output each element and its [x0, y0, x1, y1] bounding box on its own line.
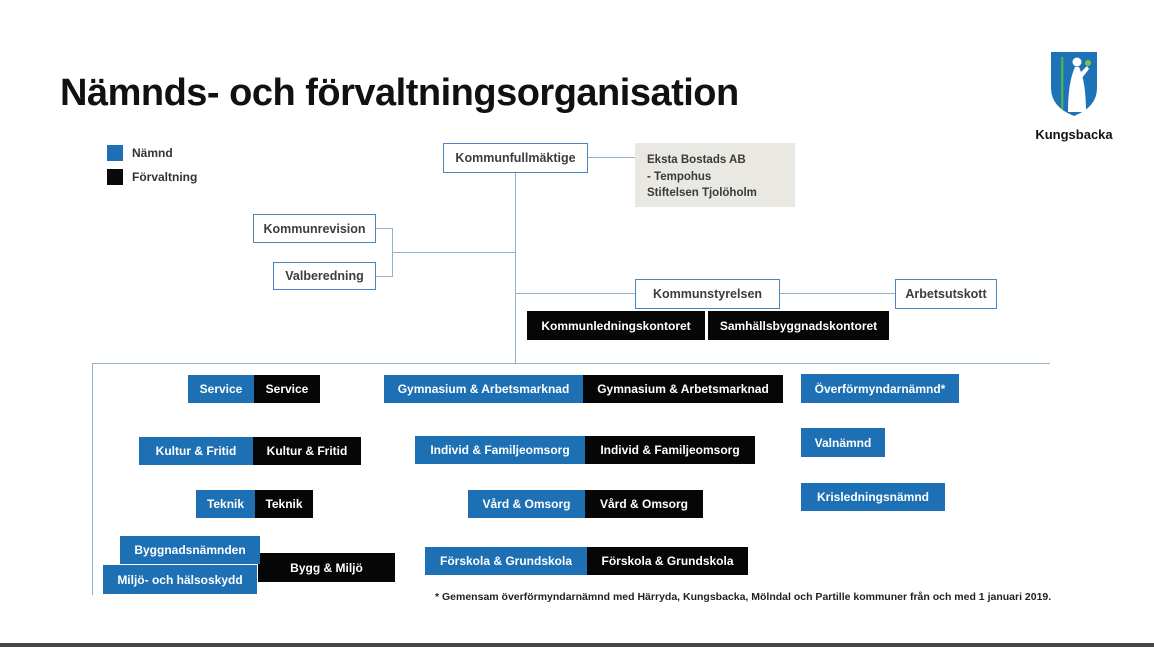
- namnd-krisledningsnamnd: Krisledningsnämnd: [801, 483, 945, 511]
- namnd-valnamnd: Valnämnd: [801, 428, 885, 457]
- legend-namnd-label: Nämnd: [132, 146, 173, 160]
- connector-kf-main-vertical: [515, 173, 516, 363]
- namnd-forskola-grundskola: Förskola & Grundskola: [425, 547, 587, 575]
- forvaltning-color-swatch-icon: [107, 169, 123, 185]
- box-companies: Eksta Bostads AB - Tempohus Stiftelsen T…: [635, 143, 795, 207]
- box-kommunfullmaktige: Kommunfullmäktige: [443, 143, 588, 173]
- forvaltning-kultur-fritid: Kultur & Fritid: [253, 437, 361, 465]
- connector-ks-to-arbetsutskott: [780, 293, 895, 294]
- kungsbacka-logo: Kungsbacka: [1035, 50, 1113, 142]
- connector-valberedning: [376, 276, 393, 277]
- namnd-color-swatch-icon: [107, 145, 123, 161]
- forvaltning-bygg-miljo: Bygg & Miljö: [258, 553, 395, 582]
- forvaltning-gymnasium-arbetsmarknad: Gymnasium & Arbetsmarknad: [583, 375, 783, 403]
- connector-kommunrevision: [376, 228, 393, 229]
- namnd-overformyndarnamnd: Överförmyndarnämnd*: [801, 374, 959, 403]
- namnd-individ-familjeomsorg: Individ & Familjeomsorg: [415, 436, 585, 464]
- box-kommunrevision: Kommunrevision: [253, 214, 376, 243]
- box-samhallsbyggnadskontoret: Samhällsbyggnadskontoret: [708, 311, 889, 340]
- kungsbacka-shield-icon: [1049, 50, 1099, 123]
- box-kommunstyrelsen: Kommunstyrelsen: [635, 279, 780, 309]
- connector-bracket-to-main: [392, 252, 516, 253]
- namnd-miljo-halsoskydd: Miljö- och hälsoskydd: [103, 565, 257, 594]
- legend-item-forvaltning: Förvaltning: [107, 169, 197, 185]
- connector-main-to-ks: [515, 293, 635, 294]
- namnd-kultur-fritid: Kultur & Fritid: [139, 437, 253, 465]
- forvaltning-vard-omsorg: Vård & Omsorg: [585, 490, 703, 518]
- namnd-teknik: Teknik: [196, 490, 255, 518]
- box-arbetsutskott: Arbetsutskott: [895, 279, 997, 309]
- logo-wordmark: Kungsbacka: [1035, 127, 1113, 142]
- footnote: * Gemensam överförmyndarnämnd med Härryd…: [435, 591, 1052, 603]
- connector-kf-companies: [588, 157, 635, 158]
- forvaltning-teknik: Teknik: [255, 490, 313, 518]
- legend-item-namnd: Nämnd: [107, 145, 173, 161]
- page-title: Nämnds- och förvaltningsorganisation: [60, 72, 739, 114]
- forvaltning-individ-familjeomsorg: Individ & Familjeomsorg: [585, 436, 755, 464]
- namnd-gymnasium-arbetsmarknad: Gymnasium & Arbetsmarknad: [384, 375, 583, 403]
- forvaltning-service: Service: [254, 375, 320, 403]
- company-line-1: Eksta Bostads AB: [647, 154, 746, 166]
- legend-forvaltning-label: Förvaltning: [132, 170, 198, 184]
- namnd-vard-omsorg: Vård & Omsorg: [468, 490, 585, 518]
- namnd-byggnadsnamnden: Byggnadsnämnden: [120, 536, 260, 564]
- box-kommunledningskontoret: Kommunledningskontoret: [527, 311, 705, 340]
- company-line-3: Stiftelsen Tjolöholm: [647, 187, 757, 200]
- namnd-service: Service: [188, 375, 254, 403]
- box-valberedning: Valberedning: [273, 262, 376, 290]
- company-line-2: - Tempohus: [647, 170, 712, 183]
- forvaltning-forskola-grundskola: Förskola & Grundskola: [587, 547, 748, 575]
- board-area-top-border: [92, 363, 1050, 364]
- bottom-divider: [0, 643, 1154, 647]
- board-area-left-border: [92, 363, 93, 595]
